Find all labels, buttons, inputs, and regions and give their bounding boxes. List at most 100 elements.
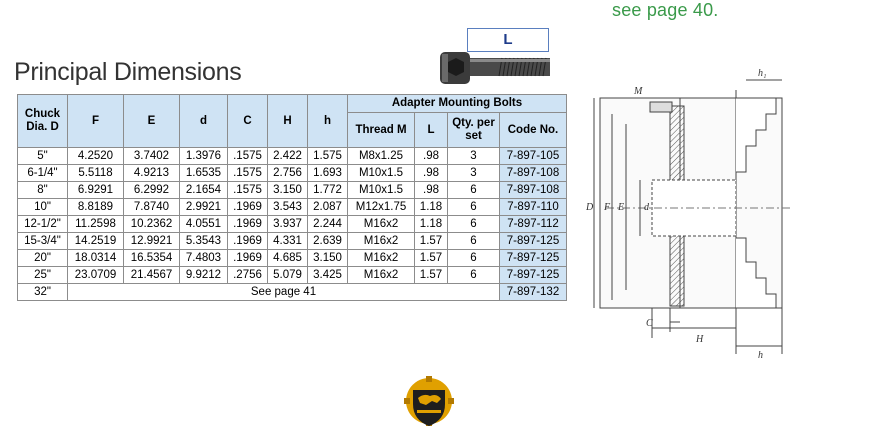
socket-bolt-icon — [440, 52, 550, 84]
cell-C: .2756 — [227, 266, 268, 284]
header-E: E — [123, 94, 180, 148]
cell-C: .1969 — [227, 215, 268, 233]
table-row-32: 32" See page 41 7-897-132 — [17, 283, 567, 301]
cell-d: 7.4803 — [179, 249, 228, 267]
cell-C: .1575 — [227, 181, 268, 199]
cell-h: 1.693 — [307, 164, 348, 182]
cell-F: 6.9291 — [67, 181, 124, 199]
drawing-label-F: F — [603, 202, 611, 213]
cell-M: M10x1.5 — [347, 164, 415, 182]
cell-L: 1.57 — [414, 266, 448, 284]
cell-L: .98 — [414, 147, 448, 165]
cell-qty: 6 — [447, 266, 500, 284]
cell-E: 7.8740 — [123, 198, 180, 216]
cell-d: 2.9921 — [179, 198, 228, 216]
cell-qty: 3 — [447, 147, 500, 165]
cell-qty: 6 — [447, 215, 500, 233]
cell-h: 2.639 — [307, 232, 348, 250]
cell-code: 7-897-105 — [499, 147, 567, 165]
cell-D: 6-1/4" — [17, 164, 68, 182]
cell-L: 1.57 — [414, 249, 448, 267]
header-H: H — [267, 94, 308, 148]
header-thread: Thread M — [347, 112, 415, 148]
cell-d: 9.9212 — [179, 266, 228, 284]
cell-C: .1575 — [227, 147, 268, 165]
cell-D: 20" — [17, 249, 68, 267]
see-page-41-note: See page 41 — [67, 283, 500, 301]
cell-d: 4.0551 — [179, 215, 228, 233]
cell-qty: 6 — [447, 181, 500, 199]
cell-F: 14.2519 — [67, 232, 124, 250]
cell-C: .1969 — [227, 198, 268, 216]
cell-H: 3.150 — [267, 181, 308, 199]
page-title: Principal Dimensions — [14, 58, 242, 86]
header-F: F — [67, 94, 124, 148]
cell-qty: 6 — [447, 249, 500, 267]
cell-H: 4.685 — [267, 249, 308, 267]
cell-C: .1575 — [227, 164, 268, 182]
cell-code: 7-897-125 — [499, 266, 567, 284]
cell-L: 1.18 — [414, 215, 448, 233]
cell-h: 3.150 — [307, 249, 348, 267]
header-C: C — [227, 94, 268, 148]
cell-E: 3.7402 — [123, 147, 180, 165]
cell-C: .1969 — [227, 232, 268, 250]
cell-d: 1.6535 — [179, 164, 228, 182]
cell-M: M16x2 — [347, 266, 415, 284]
cell-d: 1.3976 — [179, 147, 228, 165]
cell-C: .1969 — [227, 249, 268, 267]
cell-M: M16x2 — [347, 215, 415, 233]
cell-D: 10" — [17, 198, 68, 216]
dimensions-table: Chuck Dia. D F E d C H h Adapter Mountin… — [17, 94, 567, 301]
cell-code: 7-897-132 — [499, 283, 567, 301]
cell-D: 25" — [17, 266, 68, 284]
cell-D: 5" — [17, 147, 68, 165]
cell-L: 1.18 — [414, 198, 448, 216]
drawing-label-C: C — [646, 318, 653, 329]
cell-D: 8" — [17, 181, 68, 199]
cell-L: .98 — [414, 164, 448, 182]
chuck-cross-section-drawing: M h₁ D F E d C H h — [586, 68, 791, 361]
drawing-label-d: d — [644, 202, 650, 213]
cell-d: 5.3543 — [179, 232, 228, 250]
cell-E: 16.5354 — [123, 249, 180, 267]
cell-h: 1.772 — [307, 181, 348, 199]
header-chuck-dia: Chuck Dia. D — [17, 94, 68, 148]
cell-F: 11.2598 — [67, 215, 124, 233]
cell-code: 7-897-108 — [499, 181, 567, 199]
cell-h: 2.244 — [307, 215, 348, 233]
header-qty: Qty. per set — [447, 112, 500, 148]
company-logo — [404, 376, 454, 426]
cell-F: 8.8189 — [67, 198, 124, 216]
header-h: h — [307, 94, 348, 148]
drawing-label-h: h — [758, 350, 763, 361]
cell-H: 3.543 — [267, 198, 308, 216]
cell-qty: 6 — [447, 198, 500, 216]
header-L: L — [414, 112, 448, 148]
bolt-length-label: L — [467, 28, 549, 52]
cell-qty: 6 — [447, 232, 500, 250]
cell-L: 1.57 — [414, 232, 448, 250]
cell-F: 4.2520 — [67, 147, 124, 165]
cell-E: 4.9213 — [123, 164, 180, 182]
cell-h: 2.087 — [307, 198, 348, 216]
header-adapter-bolts: Adapter Mounting Bolts — [347, 94, 567, 113]
header-d: d — [179, 94, 228, 148]
cell-D: 12-1/2" — [17, 215, 68, 233]
drawing-label-H: H — [695, 334, 704, 345]
cell-qty: 3 — [447, 164, 500, 182]
cell-M: M10x1.5 — [347, 181, 415, 199]
cell-code: 7-897-108 — [499, 164, 567, 182]
cell-D: 15-3/4" — [17, 232, 68, 250]
cell-d: 2.1654 — [179, 181, 228, 199]
drawing-label-h1: h₁ — [758, 68, 766, 79]
cell-h: 1.575 — [307, 147, 348, 165]
cell-E: 21.4567 — [123, 266, 180, 284]
cell-code: 7-897-110 — [499, 198, 567, 216]
cell-H: 5.079 — [267, 266, 308, 284]
cell-M: M16x2 — [347, 249, 415, 267]
